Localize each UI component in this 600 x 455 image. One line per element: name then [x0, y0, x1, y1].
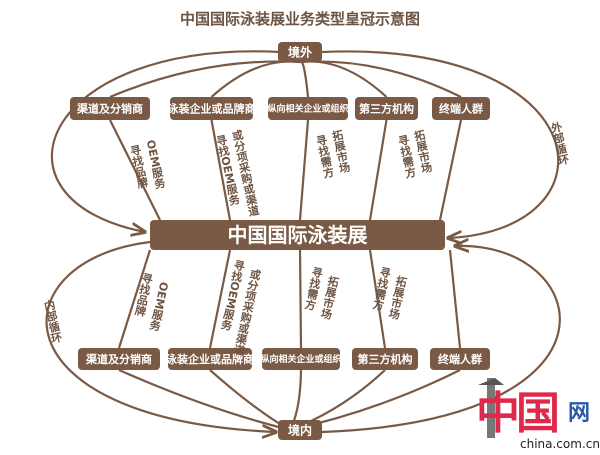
bottom-node: 纵向相关企业或组织 — [260, 348, 342, 370]
bottom-node-label: 渠道及分销商 — [86, 352, 152, 366]
link-abroad — [299, 60, 310, 98]
bottom-node-label: 纵向相关企业或组织 — [260, 353, 341, 365]
bottom-node: 渠道及分销商 — [78, 348, 160, 370]
top-node: 泳装企业或品牌商 — [168, 97, 256, 120]
outer-loop-left — [51, 50, 281, 232]
top-node: 终端人群 — [432, 97, 490, 120]
bottom-node-label: 第三方机构 — [358, 352, 413, 366]
link-center — [368, 119, 388, 221]
bottom-node-label: 泳装企业或品牌商 — [166, 352, 254, 366]
china-com-cn-logo: 中 国 网 china.com.cn — [476, 378, 600, 451]
inner-loop-right — [321, 246, 561, 434]
inner-loop-label: 内部循环 — [41, 297, 63, 345]
bottom-node-label: 终端人群 — [438, 352, 482, 366]
link-center — [448, 249, 462, 349]
logo-url: china.com.cn — [520, 437, 600, 451]
link-center — [210, 119, 232, 221]
outer-loop-right — [321, 50, 560, 238]
abroad-node: 境外 — [278, 42, 322, 62]
link-abroad — [210, 60, 301, 98]
logo-net: 网 — [568, 401, 590, 426]
link-domestic — [118, 368, 291, 432]
link-abroad — [109, 60, 301, 99]
logo-mark: 中 — [476, 388, 520, 439]
inner-loop-left — [45, 240, 276, 432]
link-center — [368, 249, 387, 349]
top-node: 纵向相关企业或组织 — [267, 97, 349, 120]
top-node-label: 渠道及分销商 — [77, 101, 143, 115]
top-node-label: 第三方机构 — [359, 101, 414, 115]
top-node-label: 泳装企业或品牌商 — [168, 101, 256, 115]
connector-lines — [45, 50, 561, 434]
top-node: 第三方机构 — [355, 97, 418, 120]
link-center — [298, 119, 310, 221]
domestic-node-label: 境内 — [288, 422, 312, 437]
center-node: 中国国际泳装展 — [150, 220, 445, 250]
center-node-label: 中国国际泳装展 — [228, 223, 368, 247]
top-node: 渠道及分销商 — [70, 97, 150, 120]
logo-mark-2: 国 — [516, 388, 560, 439]
bottom-node: 泳装企业或品牌商 — [166, 348, 254, 370]
top-node-label: 纵向相关企业或组织 — [267, 103, 348, 115]
outer-loop-label: 外部循环 — [548, 119, 571, 167]
link-domestic — [209, 369, 291, 431]
link-center — [298, 249, 303, 349]
link-center — [438, 119, 463, 221]
top-node-label: 终端人群 — [439, 101, 483, 115]
bottom-node: 第三方机构 — [352, 348, 418, 370]
domestic-node: 境内 — [278, 420, 322, 440]
link-center — [117, 249, 152, 349]
abroad-node-label: 境外 — [288, 44, 312, 59]
bottom-node: 终端人群 — [430, 348, 490, 370]
link-center — [109, 119, 161, 221]
diagram-title: 中国国际泳装展业务类型皇冠示意图 — [180, 10, 420, 28]
link-center — [208, 249, 232, 349]
